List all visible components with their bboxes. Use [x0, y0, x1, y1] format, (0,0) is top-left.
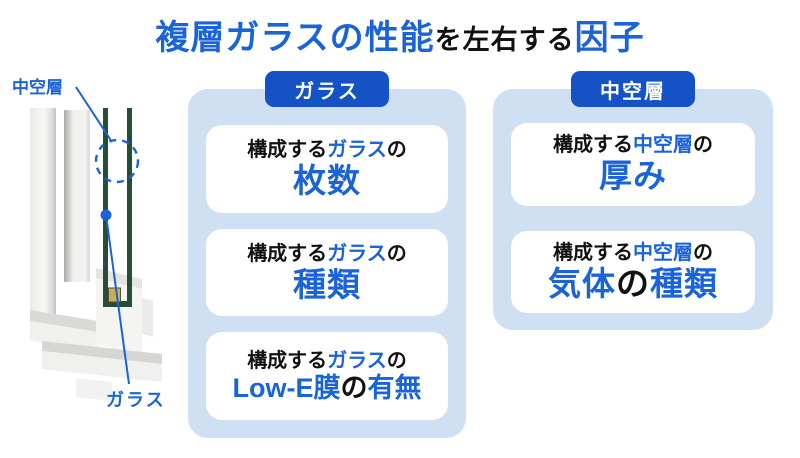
card-text-segment: の	[340, 372, 368, 403]
card-text-segment: 種類	[293, 265, 361, 303]
card-text-segment: ガラス	[327, 349, 387, 372]
air-layer-leader-line	[75, 86, 113, 143]
card-text-segment: 中空層	[633, 134, 693, 157]
card-text-segment: 構成する	[247, 349, 328, 372]
title-segment: 複層ガラスの性能	[155, 19, 435, 57]
air-layer-highlight-circle	[94, 138, 140, 184]
card-text-segment: の	[386, 138, 407, 161]
title-segment: 因子	[574, 19, 645, 57]
card-text-segment: 中空層	[633, 241, 693, 264]
card-top-line: 構成するガラスの	[247, 138, 407, 162]
card-top-line: 構成する中空層の	[553, 241, 713, 265]
card-text-segment: 有無	[367, 372, 422, 403]
card-main-line: 気体の種類	[548, 265, 718, 303]
card-main-line: 厚み	[599, 157, 667, 195]
card-text-segment: の	[386, 242, 407, 265]
window-frame-board	[30, 108, 56, 322]
card-text-segment: 構成する	[553, 134, 633, 157]
title-segment: を左右する	[434, 25, 575, 55]
card-text-segment: 構成する	[553, 241, 633, 264]
card-top-line: 構成するガラスの	[247, 242, 407, 266]
group-badge-glass: ガラス	[265, 71, 389, 107]
card-text-segment: の	[693, 134, 713, 157]
group-badge-air-layer: 中空層	[571, 71, 695, 107]
spacer-bar	[108, 287, 121, 303]
card-text-segment: 種類	[650, 264, 718, 302]
card-top-line: 構成する中空層の	[553, 133, 713, 157]
factor-card-list: 構成する中空層の厚み構成する中空層の気体の種類	[511, 123, 755, 313]
card-text-segment: Low-E膜	[232, 372, 341, 403]
card-text-segment: 厚み	[599, 157, 667, 195]
card-main-line: 枚数	[293, 162, 361, 200]
window-illustration: 中空層 ガラス	[0, 60, 195, 453]
air-layer-label: 中空層	[12, 78, 63, 97]
card-text-segment: の	[386, 349, 407, 372]
glass-leader-line	[105, 214, 130, 385]
card-text-segment: 枚数	[293, 161, 361, 199]
factor-card: 構成するガラスの種類	[206, 228, 448, 317]
card-text-segment: 構成する	[247, 138, 328, 161]
window-frame-board	[64, 110, 90, 282]
glass-marker-dot	[100, 209, 112, 221]
glass-label: ガラス	[106, 390, 166, 410]
page-title: 複層ガラスの性能 を左右する 因子	[0, 10, 800, 59]
card-text-segment: の	[693, 241, 713, 264]
card-text-segment: ガラス	[327, 242, 387, 265]
card-main-line: Low-E膜の有無	[233, 373, 422, 404]
factor-group-air-layer: 中空層 構成する中空層の厚み構成する中空層の気体の種類	[493, 71, 773, 330]
card-text-segment: 気体	[548, 264, 616, 302]
factor-card: 構成するガラスの枚数	[206, 125, 448, 213]
card-text-segment: 構成する	[247, 242, 328, 265]
card-main-line: 種類	[293, 266, 361, 304]
glass-pane	[127, 108, 132, 306]
glass-pane	[103, 108, 108, 306]
card-text-segment: の	[616, 264, 650, 302]
card-text-segment: ガラス	[327, 138, 387, 161]
window-cross-section-drawing	[30, 86, 162, 401]
factor-card: 構成する中空層の気体の種類	[511, 230, 755, 313]
card-top-line: 構成するガラスの	[247, 349, 407, 373]
factor-card: 構成する中空層の厚み	[511, 123, 755, 206]
